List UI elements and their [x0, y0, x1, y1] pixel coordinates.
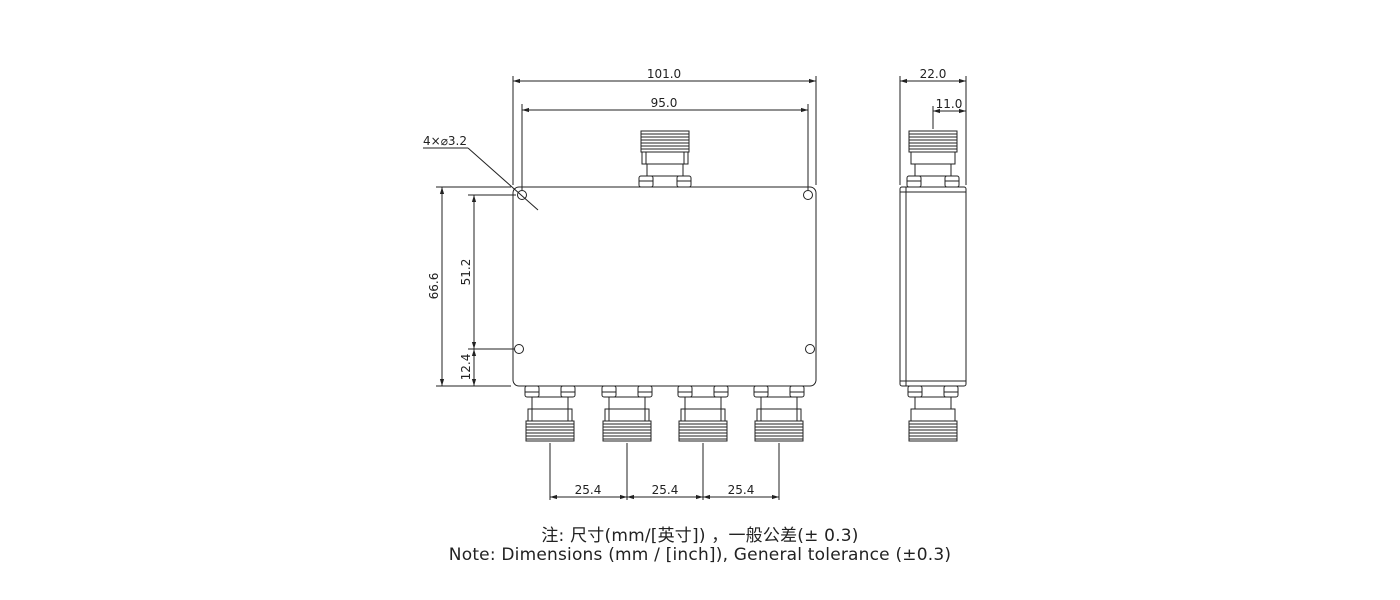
dim-port-pitch-3: 25.4 — [728, 483, 755, 497]
front-view — [512, 130, 817, 442]
mounting-hole — [514, 344, 524, 354]
splitter-body — [512, 186, 817, 387]
side-view — [899, 76, 967, 442]
hole-leader — [467, 147, 539, 211]
note-chinese: 注: 尺寸(mm/[英寸]) ，一般公差(± 0.3) — [541, 526, 859, 546]
note-english: Note: Dimensions (mm / [inch]), General … — [448, 545, 952, 565]
side-input-connector — [906, 130, 960, 188]
dim-hole-spacing-height: 51.2 — [459, 259, 473, 286]
dim-hole-spacing-width: 95.0 — [651, 96, 678, 110]
side-output-connector — [907, 385, 959, 442]
output-connector — [753, 385, 805, 442]
side-body — [899, 186, 967, 387]
dim-port-pitch-2: 25.4 — [652, 483, 679, 497]
dim-port-pitch-1: 25.4 — [575, 483, 602, 497]
input-connector — [638, 130, 692, 188]
output-connector — [524, 385, 576, 442]
dim-hole-callout: 4×⌀3.2 — [423, 134, 467, 148]
output-connector — [601, 385, 653, 442]
dim-overall-width: 101.0 — [647, 67, 681, 81]
mounting-hole — [805, 344, 815, 354]
output-connector — [677, 385, 729, 442]
dim-overall-height: 66.6 — [427, 273, 441, 300]
mounting-hole — [517, 190, 527, 200]
dim-side-depth: 22.0 — [920, 67, 947, 81]
dim-hole-offset: 12.4 — [459, 354, 473, 381]
front-dimensions — [423, 76, 817, 500]
mounting-hole — [803, 190, 813, 200]
dim-side-offset: 11.0 — [936, 97, 963, 111]
